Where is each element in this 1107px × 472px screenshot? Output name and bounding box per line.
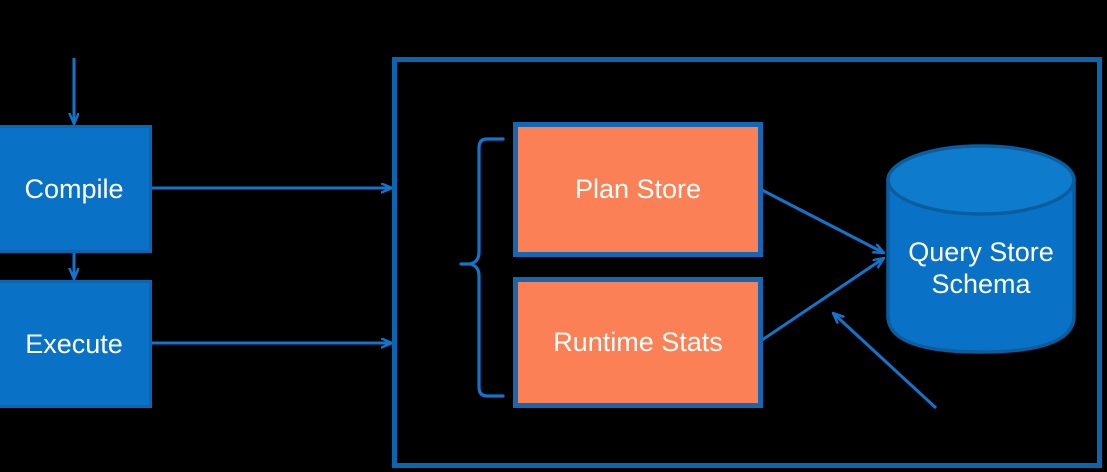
node-plan-store-label: Plan Store — [574, 174, 702, 204]
arrow-plan-store-to-schema — [761, 188, 884, 255]
arrow-runtime-stats-to-schema — [761, 256, 884, 342]
node-plan-store[interactable]: Plan Store — [513, 122, 763, 257]
node-compile-label: Compile — [24, 173, 124, 204]
store-brace — [459, 137, 505, 398]
node-execute[interactable]: Execute — [0, 280, 152, 408]
node-runtime-stats[interactable]: Runtime Stats — [513, 277, 763, 408]
query-store-container — [392, 57, 1102, 468]
arrow-external-to-schema — [833, 313, 938, 410]
node-compile[interactable]: Compile — [0, 125, 152, 253]
node-execute-label: Execute — [25, 328, 123, 359]
query-store-schema-cylinder — [886, 144, 1076, 354]
node-runtime-stats-label: Runtime Stats — [553, 327, 723, 357]
